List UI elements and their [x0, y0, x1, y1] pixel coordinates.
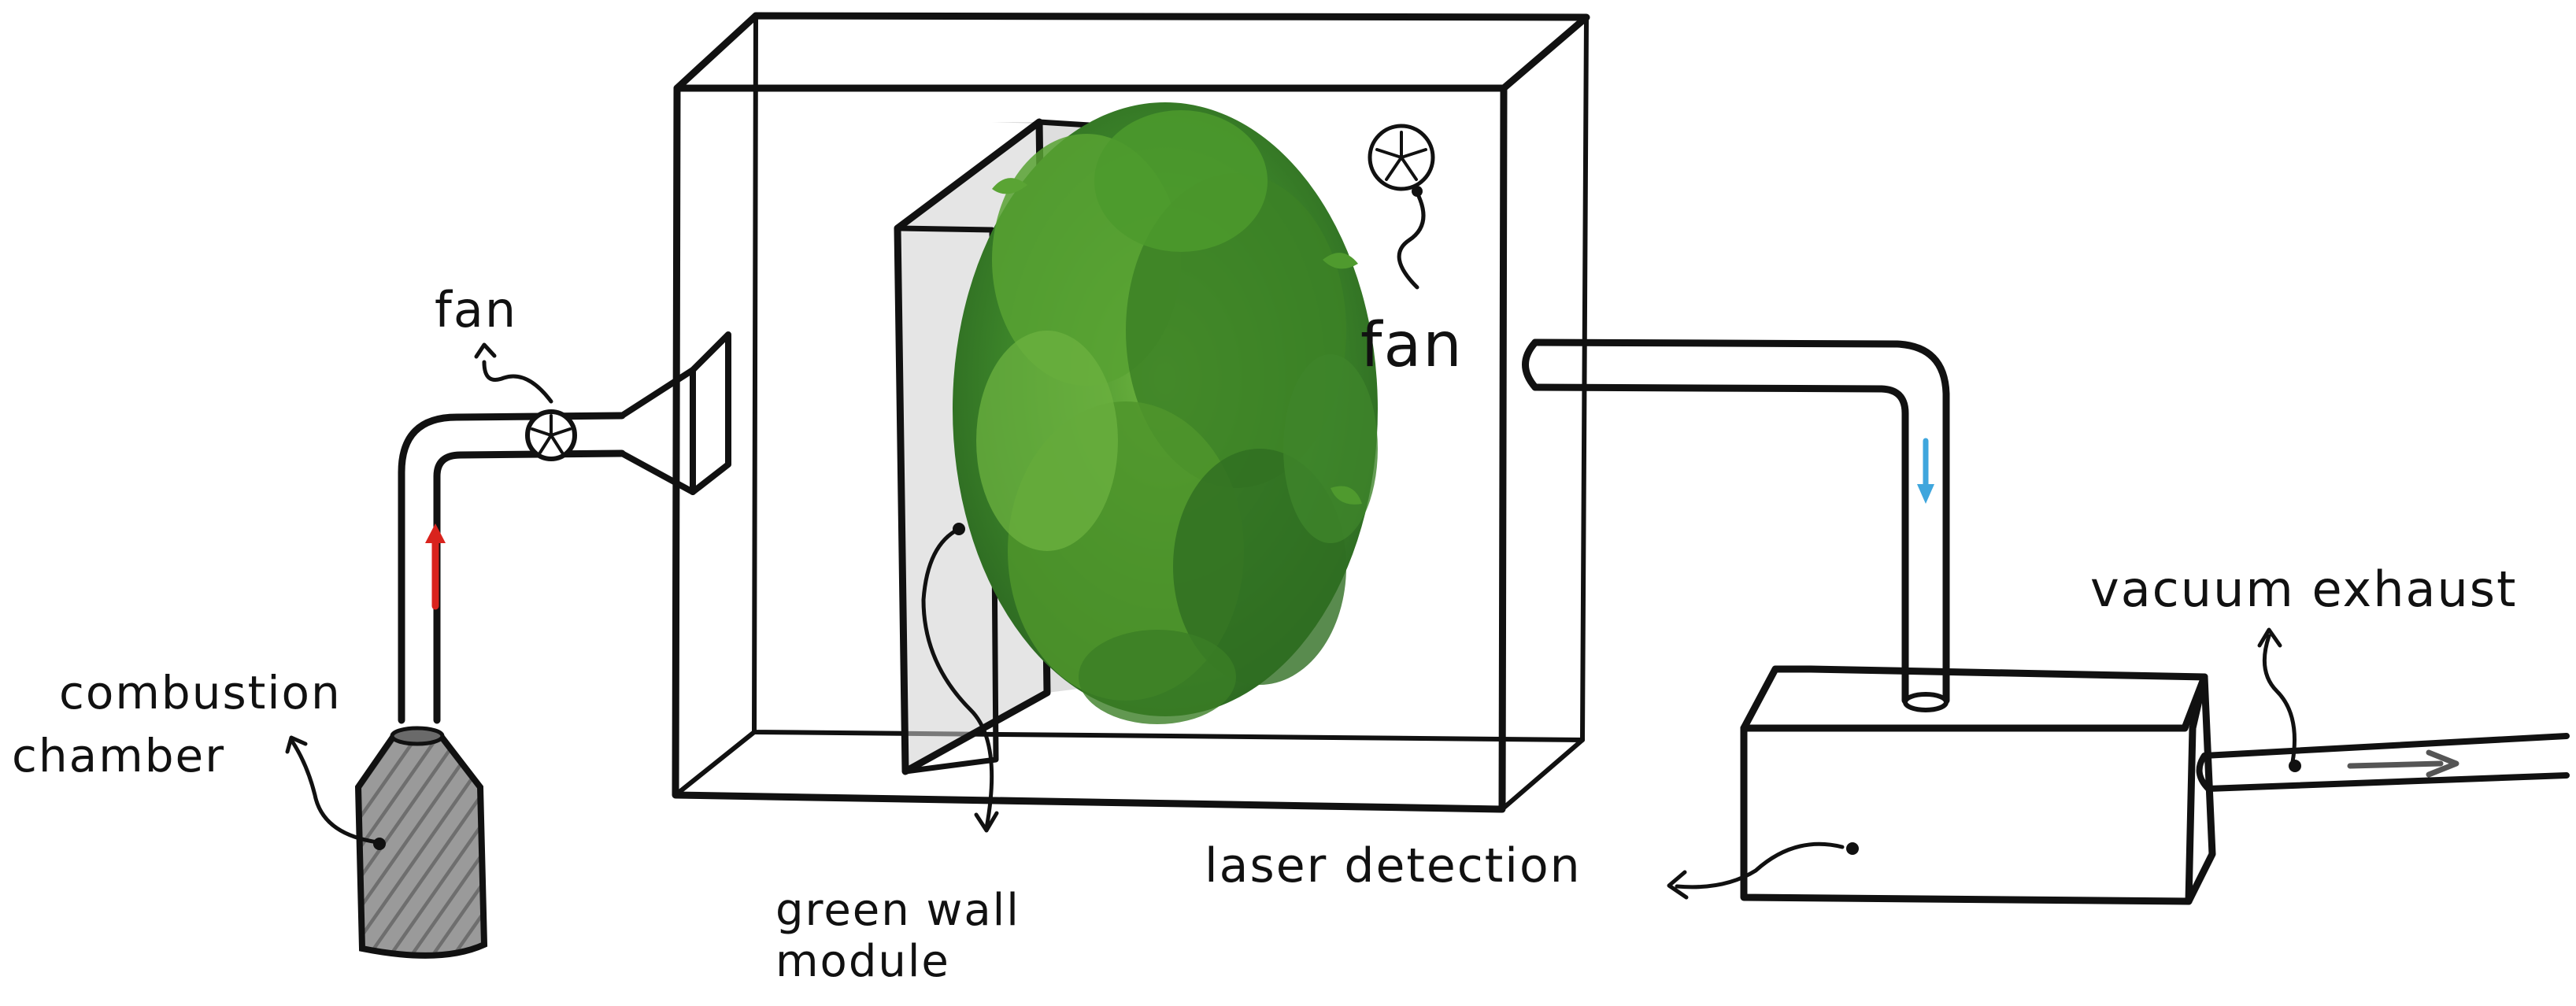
exhaust-pipe — [2196, 733, 2570, 792]
label-green-wall: green wall — [775, 885, 1020, 936]
test-chamber-box — [672, 12, 1590, 813]
inlet-duct — [398, 331, 731, 724]
label-combustion: combustion — [59, 666, 342, 719]
fan-icon-left — [525, 409, 577, 461]
fan-icon-right — [1368, 124, 1435, 191]
label-fan-right: fan — [1360, 310, 1464, 381]
outlet-duct — [1522, 338, 1950, 705]
label-laser-detection: laser detection — [1205, 838, 1582, 893]
down-arrow-icon — [1917, 438, 1934, 504]
foliage — [953, 102, 1378, 724]
label-vacuum-exhaust: vacuum exhaust — [2090, 560, 2517, 618]
laser-detection-unit — [1740, 665, 2216, 905]
pointer-lines — [285, 342, 2297, 900]
label-fan-left: fan — [435, 281, 517, 338]
up-arrow-icon — [425, 523, 446, 610]
label-module: module — [775, 936, 950, 987]
label-chamber: chamber — [12, 729, 225, 782]
combustion-chamber — [354, 726, 488, 959]
fan-right-pointer — [1397, 190, 1426, 290]
